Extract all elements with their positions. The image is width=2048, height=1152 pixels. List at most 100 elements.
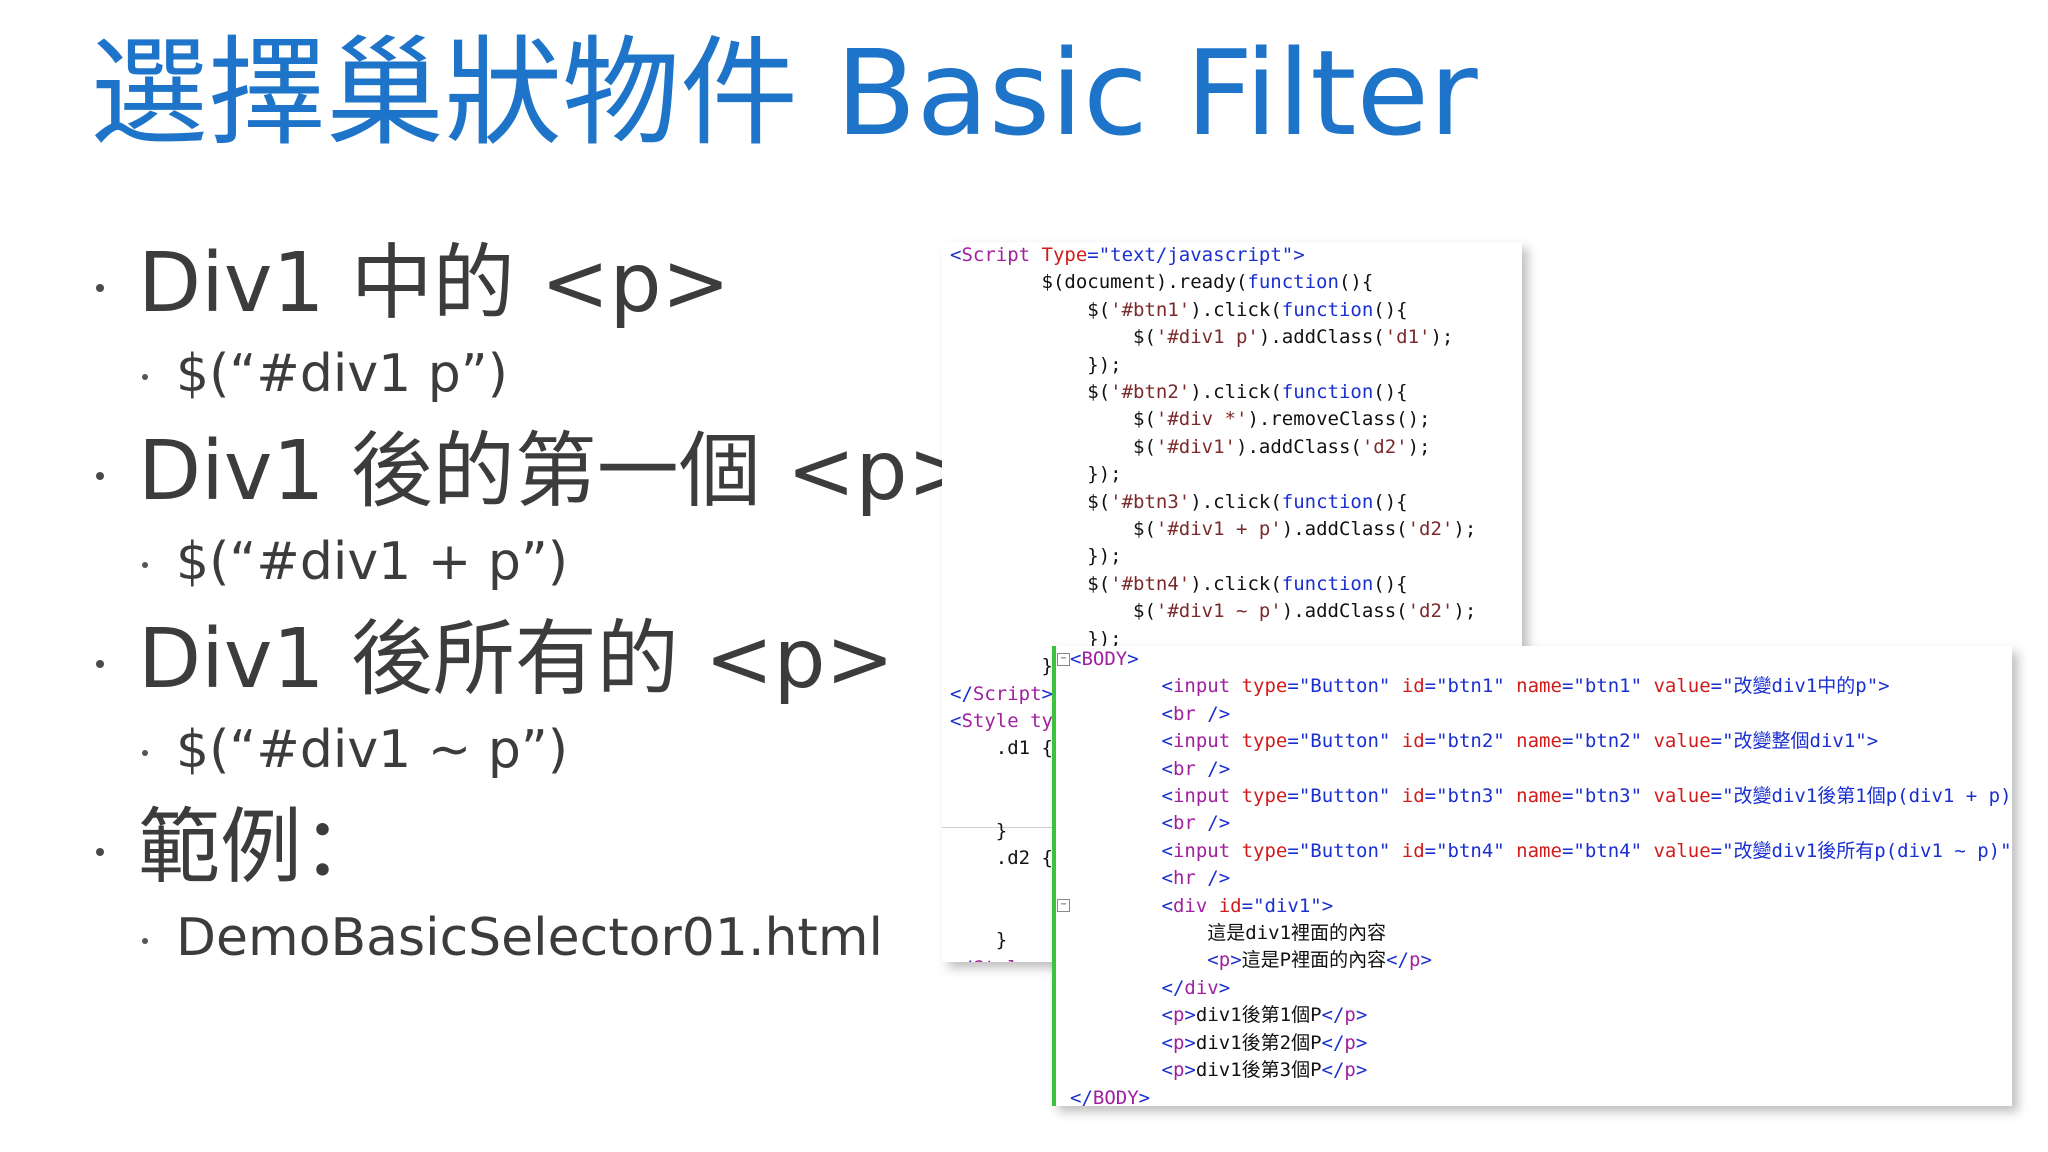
code-token: < xyxy=(1161,675,1173,698)
code-token: function xyxy=(1281,490,1374,513)
code-token: < xyxy=(1161,702,1173,725)
code-token: input xyxy=(1172,730,1242,753)
code-token: /> xyxy=(1207,812,1231,835)
code-token: < xyxy=(1161,1031,1173,1054)
code-token: ="Button" xyxy=(1287,839,1402,862)
code-token: div1後第2個P xyxy=(1195,1031,1322,1054)
sub-bullet-item: $(“#div1 ~ p”) xyxy=(90,714,950,786)
code-line: </div> xyxy=(1070,975,2012,1002)
code-token: > xyxy=(1355,1031,1368,1054)
code-token: value xyxy=(1653,785,1711,808)
code-line: <input type="Button" id="btn1" name="btn… xyxy=(1070,673,2012,700)
code-token: /> xyxy=(1207,702,1231,725)
code-token: $( xyxy=(1133,408,1156,431)
code-token: ="Button" xyxy=(1287,785,1402,808)
code-token: < xyxy=(1161,839,1173,862)
code-token: ).click( xyxy=(1190,490,1282,513)
sub-bullet-item: DemoBasicSelector01.html xyxy=(90,902,950,974)
code-token: $( xyxy=(1087,572,1111,595)
code-token: p xyxy=(1172,1059,1185,1082)
code-token: ).addClass( xyxy=(1281,600,1408,623)
code-token: type xyxy=(1241,730,1288,753)
code-token: type xyxy=(1241,675,1288,698)
code-token: Type xyxy=(1041,244,1088,266)
code-line: <div id="div1"> xyxy=(1070,893,2012,920)
code-token: $( xyxy=(1087,490,1111,513)
code-token: ); xyxy=(1453,518,1477,541)
code-line: $('#btn3').click(function(){ xyxy=(950,489,1476,516)
code-token: < xyxy=(1161,894,1173,917)
code-token: > xyxy=(1230,949,1242,972)
code-token: br xyxy=(1172,702,1208,725)
code-token: ).removeClass(); xyxy=(1247,408,1431,431)
code-token: ="btn2" xyxy=(1561,730,1654,753)
code-token: $( xyxy=(1133,518,1156,541)
code-token: div xyxy=(1172,894,1219,917)
code-token: value xyxy=(1653,839,1711,862)
code-token: '#div *' xyxy=(1155,408,1248,431)
code-line: .d1 { xyxy=(950,735,1476,762)
code-token: type xyxy=(1241,839,1288,862)
code-token: ).addClass( xyxy=(1258,326,1385,349)
code-line: <p>div1後第2個P</p> xyxy=(1070,1030,2012,1057)
code-token: ="div1"> xyxy=(1241,894,1334,917)
code-token: </ xyxy=(950,957,973,962)
code-token: ).click( xyxy=(1190,381,1282,404)
code-token: function xyxy=(1281,298,1374,321)
code-token: id xyxy=(1218,894,1242,917)
code-token: < xyxy=(1161,730,1173,753)
code-token: > xyxy=(1184,1031,1196,1054)
code-token: 'd2' xyxy=(1407,518,1454,541)
code-line: </BODY> xyxy=(1070,1085,2012,1107)
code-token: (){ xyxy=(1373,490,1408,513)
code-token: ="btn1" xyxy=(1561,675,1654,698)
code-token: p xyxy=(1344,1059,1356,1082)
code-token: < xyxy=(1161,867,1173,890)
code-line: 這是div1裡面的內容 xyxy=(1070,920,2012,947)
sub-bullet-item: $(“#div1 + p”) xyxy=(90,526,950,598)
code-token: '#div1 p' xyxy=(1155,326,1259,349)
code-token: value xyxy=(1653,730,1711,753)
code-line: .d2 { xyxy=(950,845,1476,872)
collapse-box-icon: − xyxy=(1057,899,1070,912)
code-token: < xyxy=(1161,812,1173,835)
code-token: > xyxy=(1218,976,1231,999)
code-token: '#div1 ~ p' xyxy=(1155,600,1282,623)
code-token: > xyxy=(1030,957,1041,962)
script-code-block: <Script Type="text/javascript"> $(docume… xyxy=(950,242,1476,962)
code-token: input xyxy=(1172,675,1242,698)
code-line: $('#btn4').click(function(){ xyxy=(950,571,1476,598)
code-token: (){ xyxy=(1373,381,1408,404)
code-token: (){ xyxy=(1373,298,1408,321)
code-token: < xyxy=(1161,1004,1173,1027)
code-token: p xyxy=(1408,949,1421,972)
code-token: > xyxy=(1355,1004,1368,1027)
code-token: > xyxy=(1355,1059,1368,1082)
code-token: < xyxy=(950,709,962,732)
code-token: function xyxy=(1281,572,1374,595)
code-line: <p>div1後第3個P</p> xyxy=(1070,1057,2012,1084)
body-code-block: <BODY> <input type="Button" id="btn1" na… xyxy=(1070,646,2012,1106)
divider xyxy=(942,827,1072,828)
code-token: '#div1 + p' xyxy=(1155,518,1282,541)
code-token: 這是div1裡面的內容 xyxy=(1207,922,1387,945)
code-line: } xyxy=(950,927,1476,954)
code-token: p xyxy=(1172,1031,1185,1054)
code-token: ).addClass( xyxy=(1281,518,1408,541)
code-line: <input type="Button" id="btn4" name="btn… xyxy=(1070,838,2012,865)
code-token: ); xyxy=(1430,326,1454,349)
bullet-item: Div1 後的第一個 <p> xyxy=(90,418,976,526)
code-token: .d2 { xyxy=(995,846,1053,869)
code-token: ); xyxy=(1407,435,1431,458)
code-token: 這是P裡面的內容 xyxy=(1241,949,1387,972)
code-token: > xyxy=(1184,1059,1196,1082)
code-token: ="btn3" xyxy=(1561,785,1654,808)
code-token: .d1 { xyxy=(995,737,1053,760)
code-line: } xyxy=(950,818,1476,845)
code-token: id xyxy=(1401,785,1425,808)
code-token: (){ xyxy=(1373,572,1408,595)
code-token: ="btn2" xyxy=(1424,730,1517,753)
editor-gutter: − − xyxy=(1052,646,1070,1106)
code-token: }); xyxy=(1087,353,1122,376)
code-token: < xyxy=(1207,949,1219,972)
